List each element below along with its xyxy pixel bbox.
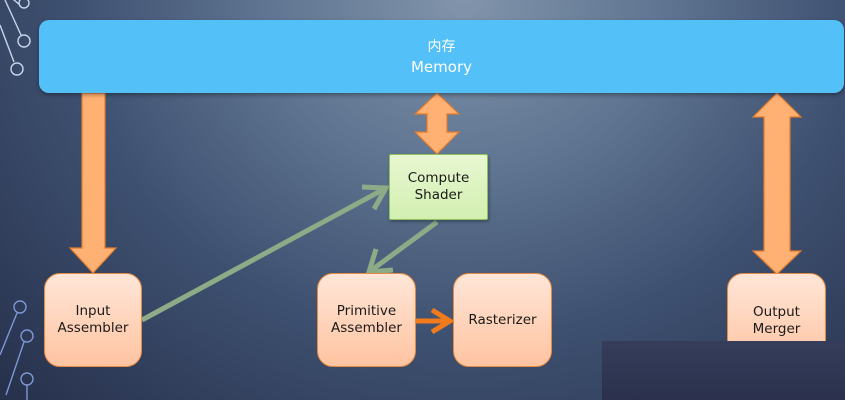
memory-block: 内存 Memory — [39, 20, 844, 93]
input-assembler-line2: Assembler — [57, 320, 129, 336]
compute-shader-line1: Compute — [407, 170, 470, 186]
memory-label-zh: 内存 — [427, 38, 456, 55]
primitive-assembler-line2: Assembler — [331, 320, 402, 336]
memory-compute-double-arrow — [413, 92, 461, 155]
bottom-overlay-strip — [602, 341, 845, 400]
output-merger-line1: Output — [753, 304, 800, 320]
compute-to-primitive-arrow — [365, 219, 439, 275]
primitive-assembler-line1: Primitive — [336, 303, 397, 319]
output-merger-line2: Merger — [752, 321, 801, 337]
memory-output-double-arrow — [751, 92, 803, 275]
input-assembler-line1: Input — [75, 303, 111, 319]
memory-label-en: Memory — [410, 57, 472, 76]
input-to-compute-arrow — [140, 184, 391, 323]
primitive-to-rasterizer-arrow — [416, 307, 455, 335]
rasterizer-label: Rasterizer — [468, 311, 537, 328]
primitive-assembler-stage: Primitive Assembler — [317, 273, 416, 367]
compute-shader-stage: Compute Shader — [389, 154, 488, 220]
circuit-decoration-bottom — [0, 300, 34, 400]
memory-to-input-arrow — [68, 92, 118, 274]
rasterizer-stage: Rasterizer — [453, 273, 552, 367]
circuit-decoration-top — [0, 0, 31, 76]
compute-shader-line2: Shader — [414, 187, 463, 203]
input-assembler-stage: Input Assembler — [44, 273, 142, 367]
